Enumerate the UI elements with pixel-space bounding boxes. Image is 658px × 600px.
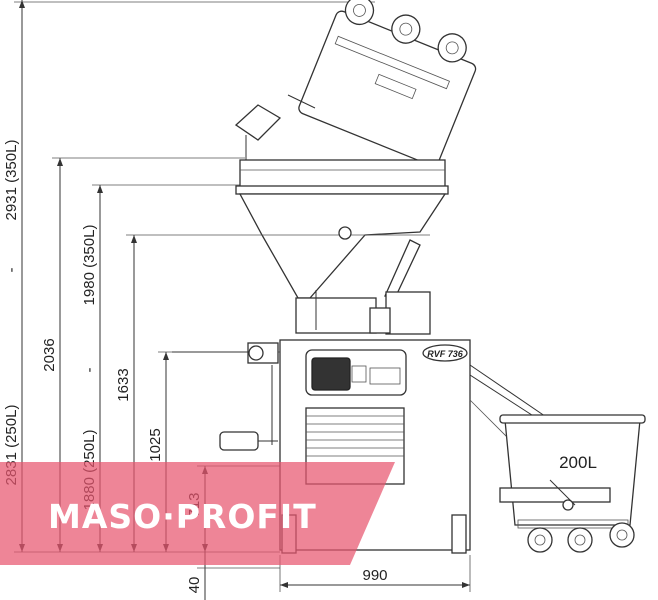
dim-1025: 1025 [147,428,164,461]
tipped-bucket [298,0,477,167]
cart-label: 200L [559,453,597,472]
dim-2931-350: 2931 (350L) [3,140,20,221]
dim-1633: 1633 [115,368,132,401]
dim-990: 990 [362,567,387,584]
watermark-text: MASO·PROFIT [48,497,317,536]
watermark-band [0,462,395,565]
cart-200l: 200L [499,414,646,553]
dim-dash-2: - [81,368,98,373]
dim-40: 40 [186,577,203,594]
dim-1980-350: 1980 (350L) [81,225,98,306]
dim-dash-1: - [3,268,20,273]
model-badge: RVF 736 [427,349,464,359]
watermark: MASO·PROFIT [0,462,395,565]
dim-2036: 2036 [41,338,58,371]
